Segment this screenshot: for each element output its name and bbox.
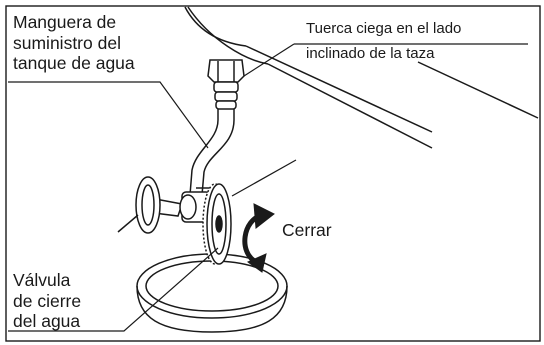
supply-hose-label: Manguera de suministro del tanque de agu… (13, 12, 135, 74)
cap-nut-label-line-2: inclinado de la taza (306, 44, 435, 62)
leader-valve-stem (231, 159, 297, 197)
supply-hose-label-line-1: Manguera de (13, 12, 117, 32)
leader-shutoff-valve (8, 247, 219, 332)
valve-handwheel (202, 183, 232, 265)
shutoff-valve-label-line-3: del agua (13, 311, 81, 332)
drip-tray (136, 253, 288, 333)
supply-hose (189, 109, 235, 196)
cap-nut-label: Tuerca ciega en el lado inclinado de la … (306, 20, 461, 62)
shutoff-valve-label: Válvula de cierre del agua (13, 270, 81, 332)
shutoff-valve-label-line-2: de cierre (13, 290, 82, 311)
toilet-bowl-edge (184, 6, 539, 149)
cap-nut (207, 59, 245, 110)
close-action-label: Cerrar (282, 220, 332, 240)
shutoff-valve-label-line-1: Válvula (13, 270, 71, 290)
leader-cap-nut-diagonal (243, 43, 295, 77)
supply-hose-label-line-3: tanque de agua (13, 53, 135, 74)
leader-lines (8, 43, 528, 332)
diagram-frame (5, 5, 541, 342)
curved-arrow-icon (242, 203, 275, 273)
supply-hose-label-line-2: suministro del (13, 32, 121, 53)
cap-nut-label-line-1: Tuerca ciega en el lado (306, 20, 462, 37)
water-inlet-pipe (117, 176, 183, 234)
leader-supply-hose (8, 81, 209, 149)
